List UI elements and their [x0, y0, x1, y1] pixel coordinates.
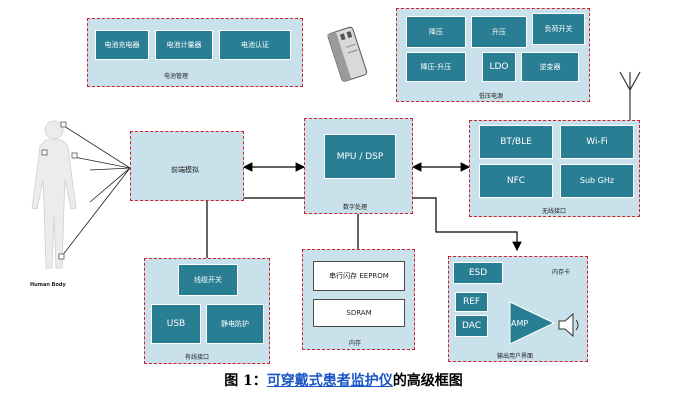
- memory-card-caption: 内存卡: [552, 269, 571, 276]
- esd-block: ESD: [453, 262, 503, 284]
- wireless-interface-panel: BT/BLE Wi-Fi NFC Sub GHz 无线接口: [469, 120, 640, 217]
- inverter-block: 逆变器: [521, 52, 579, 82]
- low-voltage-caption: 低压电源: [479, 93, 504, 100]
- buck-boost-block: 降压-升压: [406, 52, 466, 82]
- figure-suffix: 的高级框图: [392, 373, 463, 389]
- battery-charger-block: 电池充电器: [95, 30, 149, 60]
- battery-management-panel: 电池充电器 电池计量器 电池认证 电池管理: [87, 18, 303, 87]
- serial-flash-eeprom-block: 串行闪存 EEPROM: [313, 261, 405, 291]
- mpu-dsp-block: MPU / DSP: [324, 134, 396, 179]
- cable-switch-block: 线缆开关: [178, 264, 238, 296]
- bt-ble-block: BT/BLE: [479, 125, 553, 159]
- boost-block: 升压: [471, 16, 527, 48]
- nfc-block: NFC: [479, 164, 553, 198]
- figure-title-link[interactable]: 可穿戴式患者监护仪: [266, 373, 393, 389]
- speaker-icon: [557, 312, 581, 338]
- wired-interface-caption: 有线接口: [185, 354, 210, 361]
- digital-processing-panel: MPU / DSP 数字处理: [304, 118, 413, 214]
- human-body-icon: Human Body: [24, 116, 93, 274]
- wifi-block: Wi-Fi: [560, 125, 634, 159]
- amp-label: AMP: [511, 319, 529, 328]
- human-body-label: Human Body: [30, 282, 66, 288]
- output-ui-caption: 输出用户界面: [497, 353, 534, 360]
- frontend-analog-label: 前端模拟: [171, 166, 199, 174]
- esd-protection-block: 静电防护: [206, 304, 264, 344]
- battery-auth-block: 电池认证: [219, 30, 291, 60]
- sdram-block: SDRAM: [313, 299, 405, 327]
- digital-processing-caption: 数字处理: [343, 204, 368, 211]
- figure-caption: 图 1：可穿戴式患者监护仪的高级框图: [0, 370, 687, 390]
- low-voltage-power-panel: 降压 升压 负荷开关 降压-升压 LDO 逆变器 低压电源: [396, 8, 590, 102]
- ldo-block: LDO: [482, 52, 516, 82]
- sub-ghz-block: Sub GHz: [560, 164, 634, 198]
- battery-gauge-block: 电池计量器: [155, 30, 213, 60]
- output-ui-panel: ESD 内存卡 REF DAC AMP 输出用户界面: [448, 256, 588, 362]
- memory-panel: 串行闪存 EEPROM SDRAM 内存: [302, 249, 415, 350]
- load-switch-block: 负荷开关: [532, 13, 585, 45]
- wireless-caption: 无线接口: [542, 208, 567, 215]
- battery-icon: [322, 23, 374, 83]
- ref-block: REF: [455, 292, 488, 312]
- usb-block: USB: [151, 304, 201, 344]
- antenna-icon: [618, 70, 642, 122]
- dac-block: DAC: [455, 315, 488, 337]
- frontend-analog-panel: 前端模拟: [130, 131, 244, 201]
- memory-caption: 内存: [349, 340, 362, 347]
- figure-prefix: 图 1：: [224, 373, 267, 389]
- amplifier-triangle: [509, 301, 556, 345]
- battery-management-caption: 电池管理: [164, 73, 189, 80]
- wired-interface-panel: 线缆开关 USB 静电防护 有线接口: [144, 258, 270, 364]
- buck-block: 降压: [406, 16, 466, 48]
